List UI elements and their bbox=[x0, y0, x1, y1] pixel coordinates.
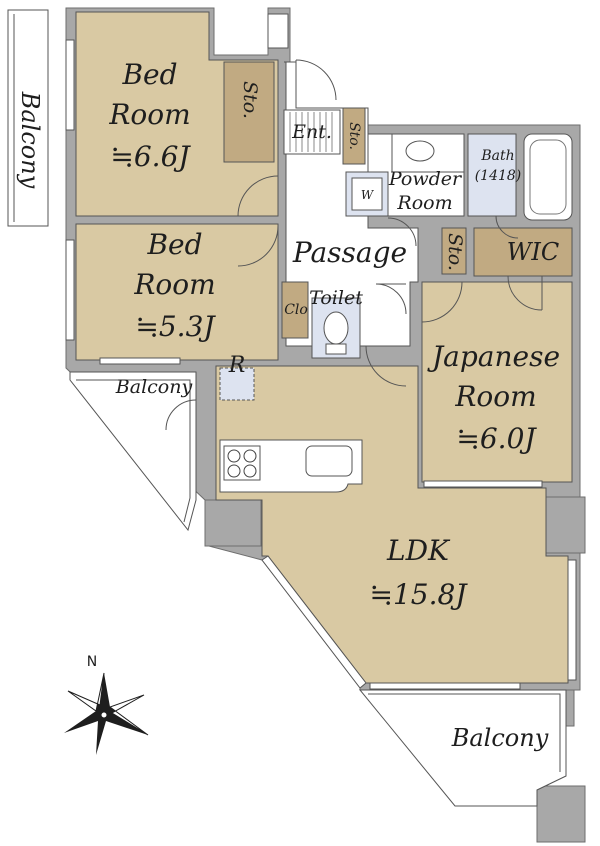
bath-label-line1: Bath bbox=[480, 148, 514, 164]
bath-floor bbox=[467, 133, 517, 217]
middle-balcony bbox=[69, 371, 197, 532]
entrance-step bbox=[283, 109, 341, 155]
wic-label: WIC bbox=[507, 238, 560, 266]
labels: Bed Room ≒6.6J Bed Room ≒5.3J Japanese R… bbox=[16, 58, 560, 752]
storage-3-label: Sto. bbox=[444, 233, 466, 271]
west-balcony bbox=[7, 9, 49, 227]
bath-label-line2: (1418) bbox=[475, 168, 522, 184]
bed-room-1-label-line1: Bed bbox=[121, 58, 177, 91]
stove bbox=[223, 445, 261, 481]
bed-room-2-size: ≒5.3J bbox=[135, 310, 216, 343]
powder-room-label-line2: Room bbox=[396, 192, 452, 214]
passage-label: Passage bbox=[292, 236, 407, 269]
japanese-room-size: ≒6.0J bbox=[456, 422, 537, 455]
washer-label: W bbox=[361, 188, 375, 202]
west-balcony-label: Balcony bbox=[16, 91, 44, 189]
closet-label: Clo bbox=[284, 302, 308, 318]
middle-balcony-label: Balcony bbox=[115, 376, 193, 398]
bed-room-2-floor bbox=[75, 223, 279, 361]
south-balcony bbox=[358, 689, 567, 807]
japanese-room-label-line1: Japanese bbox=[427, 340, 560, 373]
wash-basin bbox=[405, 140, 435, 162]
wic-floor bbox=[473, 227, 573, 277]
entrance-hatch bbox=[289, 112, 333, 152]
windows bbox=[65, 13, 577, 690]
compass-north-label: N bbox=[87, 654, 97, 670]
storage-3 bbox=[441, 227, 467, 275]
washer-box bbox=[351, 177, 383, 211]
powder-room-label-line1: Powder bbox=[388, 168, 463, 190]
compass bbox=[64, 672, 149, 755]
closet-floor bbox=[281, 281, 309, 339]
burner-4 bbox=[243, 464, 257, 478]
bed-room-2-label-line1: Bed bbox=[146, 228, 202, 261]
burner-2 bbox=[243, 449, 257, 463]
balconies bbox=[7, 9, 567, 807]
ldk-label: LDK bbox=[386, 534, 451, 567]
bathtub-inner bbox=[529, 139, 567, 215]
door-swings bbox=[165, 59, 543, 431]
kitchen-sink bbox=[305, 445, 353, 477]
storage-1-label: Sto. bbox=[239, 81, 261, 119]
bed-room-2-label-line2: Room bbox=[133, 268, 215, 301]
refrigerator-label: R bbox=[228, 353, 246, 378]
japanese-room-label-line2: Room bbox=[454, 380, 536, 413]
toilet-tank bbox=[325, 343, 347, 355]
japanese-room-floor bbox=[421, 281, 573, 483]
toilet-bowl bbox=[323, 311, 349, 345]
room-floors bbox=[75, 11, 573, 684]
south-balcony-label: Balcony bbox=[451, 724, 549, 752]
bed-room-1-label-line2: Room bbox=[108, 98, 190, 131]
storage-2 bbox=[342, 107, 366, 165]
toilet-label: Toilet bbox=[309, 287, 363, 309]
bed-room-1-size: ≒6.6J bbox=[110, 140, 191, 173]
storage-1 bbox=[223, 61, 275, 163]
entrance-label: Ent. bbox=[291, 121, 332, 143]
storage-2-label: Sto. bbox=[346, 122, 362, 150]
ldk-size: ≒15.8J bbox=[369, 578, 468, 611]
burner-3 bbox=[227, 464, 241, 478]
refrigerator-space bbox=[219, 367, 255, 401]
burner-1 bbox=[227, 449, 241, 463]
